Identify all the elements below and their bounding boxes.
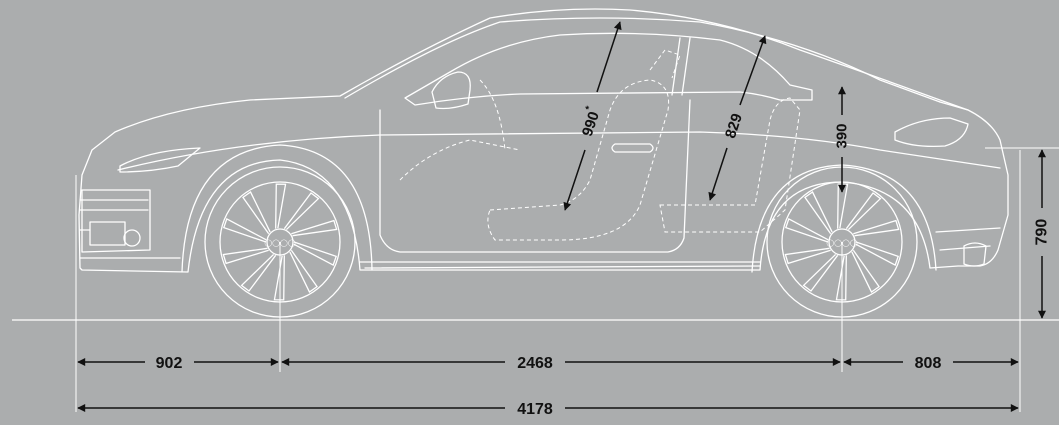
wheel-spoke	[222, 247, 269, 265]
rear-legroom-label: 390	[834, 123, 851, 148]
rear-overhang-label: 808	[915, 355, 942, 372]
dashboard	[399, 139, 521, 181]
steering-wheel	[479, 79, 506, 151]
front-wheel-arch	[181, 144, 373, 273]
front-headroom-line-bottom	[563, 149, 586, 211]
fog-lamp	[89, 221, 126, 246]
side-window	[404, 32, 813, 106]
exhaust	[963, 242, 987, 267]
front-headroom-label: 990*	[576, 105, 604, 139]
overall-length-label: 4178	[517, 401, 553, 418]
wheel-spoke	[804, 191, 833, 235]
rear-headroom-line-bottom	[708, 147, 728, 201]
wheel-spoke	[222, 217, 267, 243]
driver-seat	[487, 79, 670, 241]
door-handle	[611, 143, 654, 153]
wheel-spoke	[289, 249, 318, 293]
rear-seat	[659, 97, 801, 233]
front-wheel: ◯◯◯◯	[204, 166, 356, 318]
rear-headroom-label: 829	[722, 111, 746, 140]
wheel-spoke	[293, 241, 338, 267]
rear-bumper	[935, 227, 1001, 251]
side-sill	[359, 261, 761, 269]
wheel-spoke	[851, 249, 880, 293]
front-bumper-lines	[79, 199, 181, 259]
car-outline	[78, 8, 1009, 273]
driver-headrest	[649, 49, 681, 79]
wheel-spoke	[837, 183, 849, 229]
wheel-spoke	[242, 191, 271, 235]
wheel-spoke	[784, 247, 831, 265]
wheel-spoke	[283, 192, 320, 231]
side-mirror	[431, 71, 471, 110]
wheel-spoke	[275, 183, 287, 229]
door-crease	[117, 131, 1001, 171]
front-overhang-label: 902	[156, 355, 183, 372]
wheel-spoke	[802, 253, 839, 292]
wheel-spoke	[853, 219, 900, 237]
door-outline	[379, 99, 691, 253]
wheel-spoke	[855, 241, 900, 267]
front-headroom-line-top	[596, 21, 622, 93]
headlamp	[119, 147, 201, 173]
wheel-spoke	[835, 255, 847, 301]
front-grille	[81, 189, 151, 253]
body-silhouette	[78, 8, 1009, 273]
extension-lines	[75, 147, 1059, 412]
roof-line	[344, 17, 941, 103]
rear-lamp	[894, 117, 969, 148]
wheel-spoke	[784, 217, 829, 243]
wheel-spoke	[845, 192, 882, 231]
interior-seats	[399, 49, 801, 241]
wheel-spoke	[240, 253, 277, 292]
wheelbase-label: 2468	[517, 355, 553, 372]
rear-height-label: 790	[1034, 219, 1051, 246]
wheel-spoke	[273, 255, 285, 301]
wheel-spoke	[291, 219, 338, 237]
front-headroom-value: 990	[578, 109, 602, 138]
rear-headroom-line-top	[739, 35, 767, 106]
front-headroom-asterisk: *	[583, 105, 595, 112]
rear-spoiler	[939, 101, 969, 111]
b-pillar	[671, 37, 691, 96]
